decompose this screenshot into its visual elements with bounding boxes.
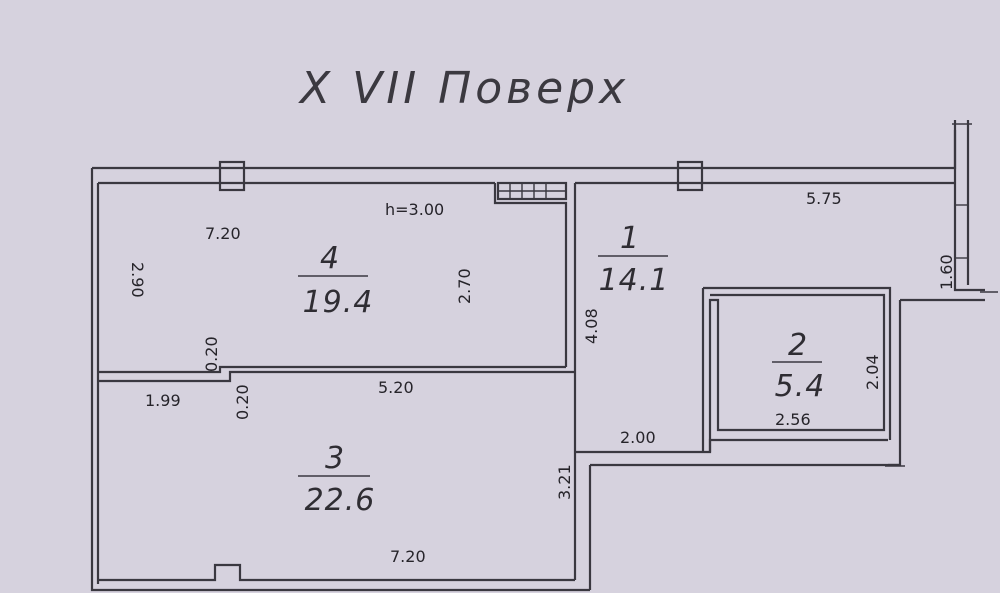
room2-walls	[708, 293, 886, 452]
dim-r3-left-top: 1.99	[145, 391, 181, 410]
room-4-label: 4 19.4	[298, 241, 374, 320]
window-nodes	[218, 123, 998, 467]
dim-r3-step: 0.20	[233, 384, 252, 420]
dim-r2-bottom: 2.56	[775, 410, 811, 429]
dim-r1-top: 5.75	[806, 189, 842, 208]
window-node-left	[218, 160, 246, 192]
dim-r3-top: 5.20	[378, 378, 414, 397]
room-3-label: 3 22.6	[298, 441, 376, 518]
room2-outer	[703, 286, 892, 440]
window-node-right	[676, 160, 704, 192]
dim-r1-step: 1.60	[937, 254, 956, 290]
room-1-number: 1	[620, 221, 640, 256]
room-3-area: 22.6	[305, 483, 376, 518]
dim-r1-left: 4.08	[582, 308, 601, 344]
room-3-number: 3	[325, 441, 345, 476]
room-1-label: 1 14.1	[598, 221, 670, 298]
room-4-number: 4	[320, 241, 340, 276]
dimension-labels: h=3.00 7.20 2.90 2.70 0.20 0.20 1.99 5.2…	[128, 189, 956, 566]
room4-right-wall	[493, 183, 568, 367]
partition-4-3-bottom	[98, 370, 575, 383]
room-2-label: 2 5.4	[772, 328, 826, 404]
room-4-area: 19.4	[303, 285, 374, 320]
right-wall-upper	[953, 120, 985, 292]
dim-r4-right: 2.70	[455, 268, 474, 304]
dim-r4-left: 2.90	[128, 262, 147, 298]
dim-r1-bottom: 2.00	[620, 428, 656, 447]
dim-r2-right: 2.04	[863, 354, 882, 390]
left-wall-outer	[90, 168, 590, 592]
room-2-number: 2	[788, 328, 808, 363]
walls	[90, 120, 985, 592]
partition-4-3-top	[98, 365, 566, 374]
ceiling-height-label: h=3.00	[385, 200, 444, 219]
floor-title: X VII Поверх	[298, 63, 629, 114]
dim-r3-right: 3.21	[555, 464, 574, 500]
room-1-area: 14.1	[599, 263, 670, 298]
dim-r4-top: 7.20	[205, 224, 241, 243]
dim-r3-bottom: 7.20	[390, 547, 426, 566]
dim-r4-step: 0.20	[202, 336, 221, 372]
room-2-area: 5.4	[775, 369, 826, 404]
bottom-wall-inner	[98, 563, 575, 582]
